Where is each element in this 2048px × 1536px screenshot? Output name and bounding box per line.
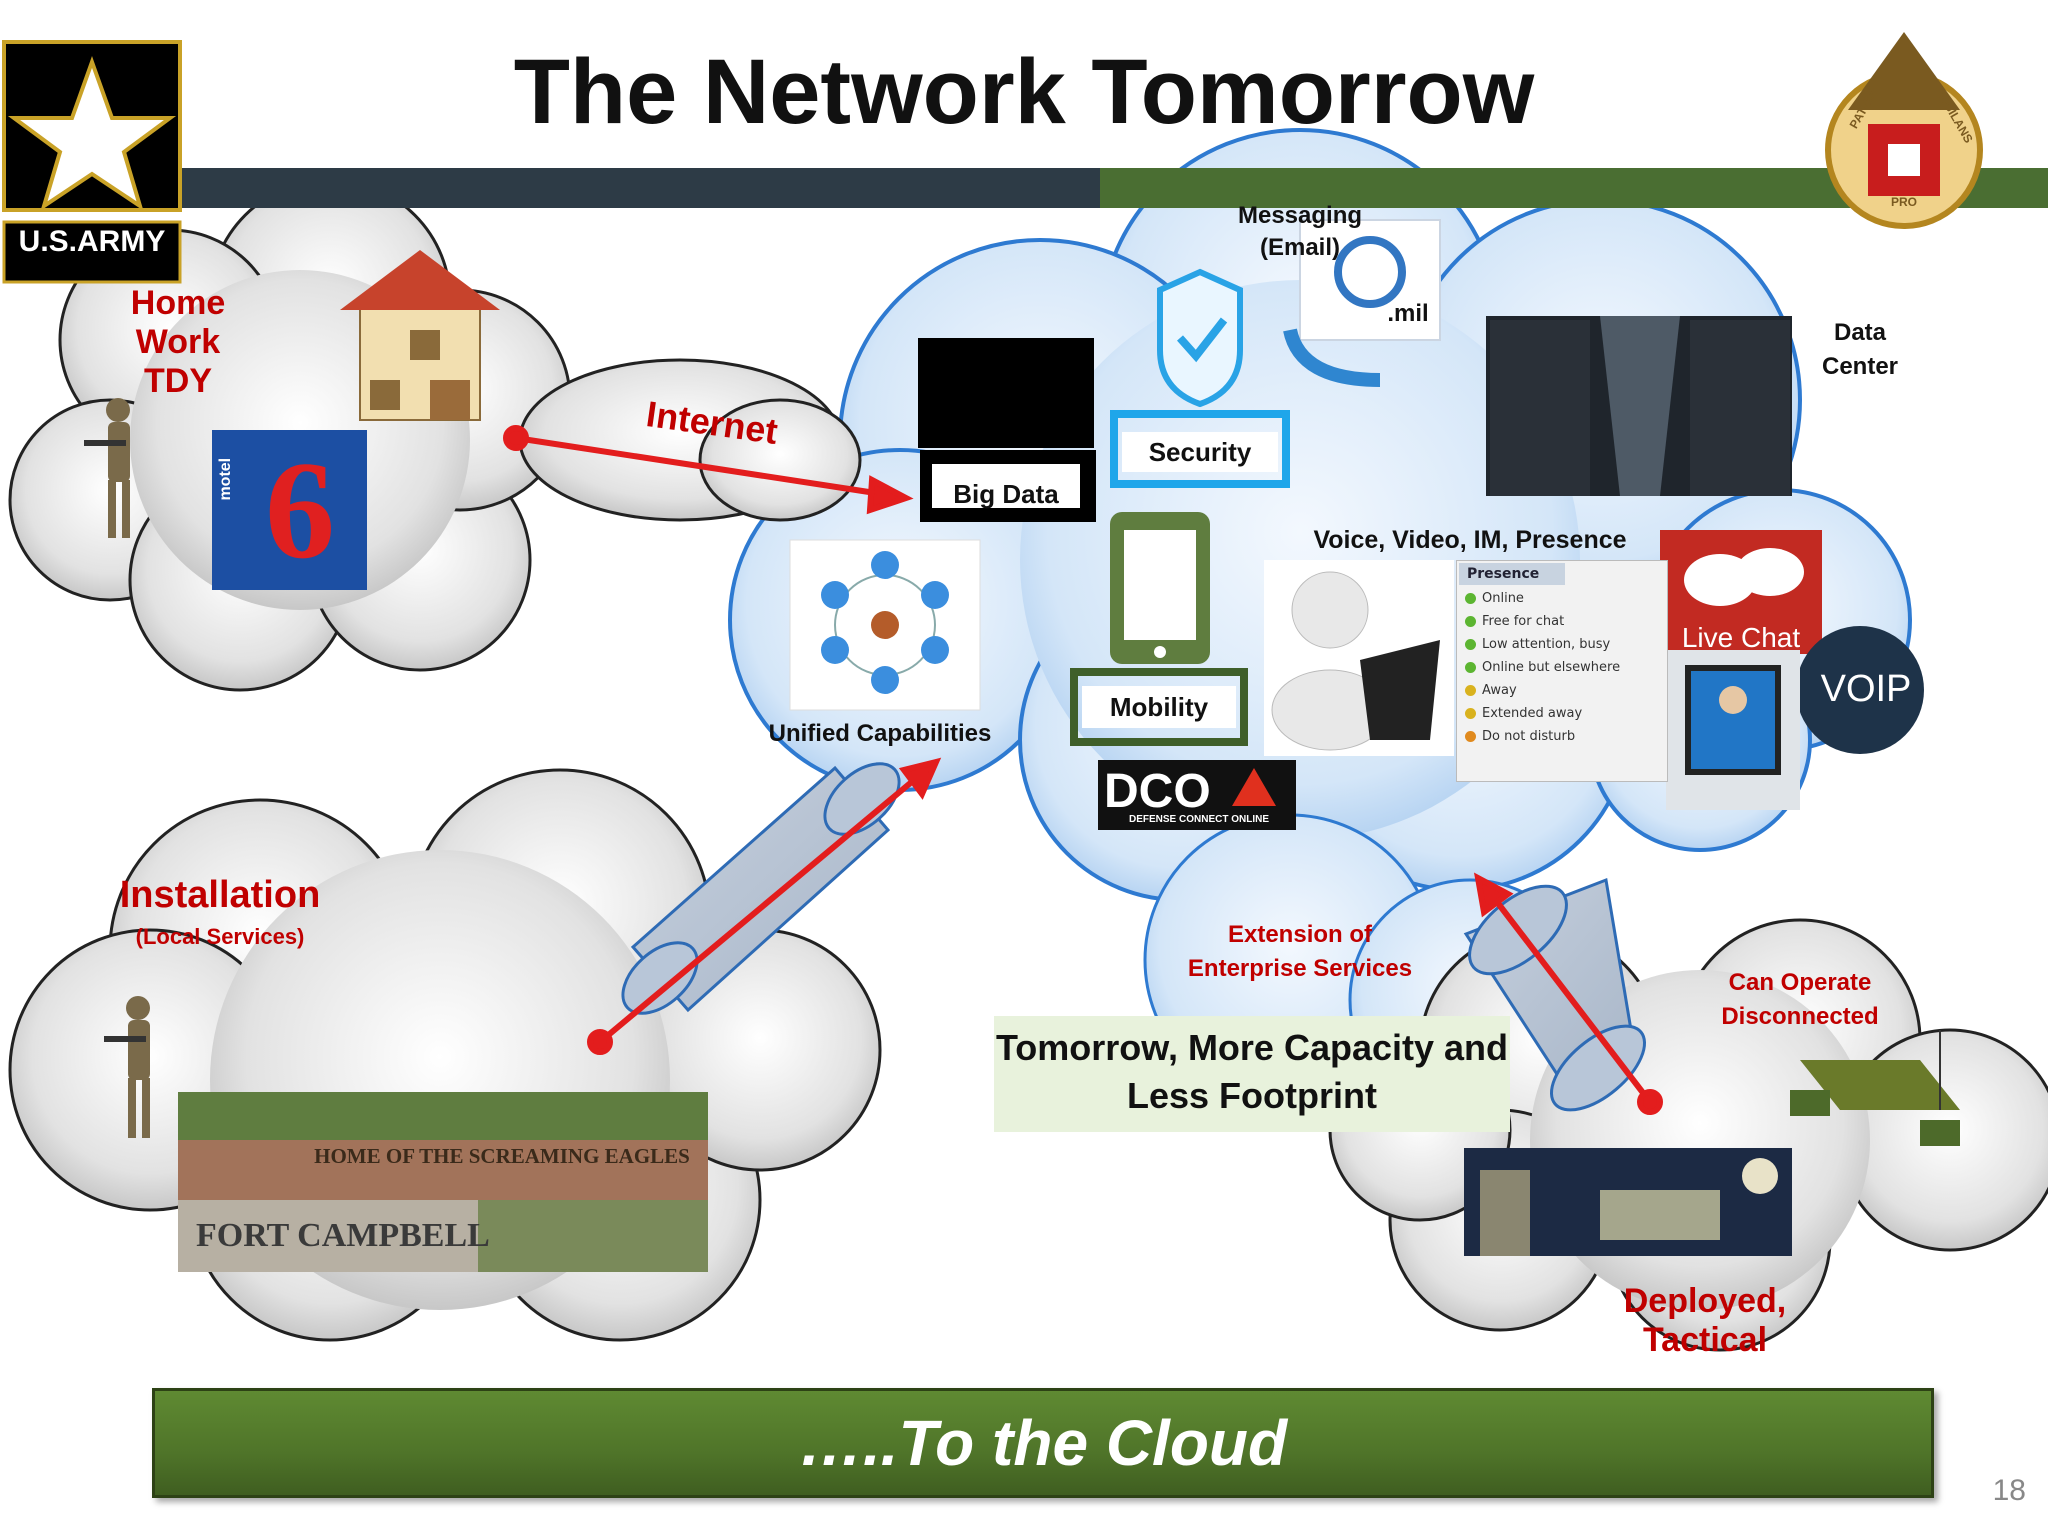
internet-cloud [518, 358, 862, 522]
presence-item: Free for chat [1457, 610, 1667, 633]
presence-item: Online but elsewhere [1457, 656, 1667, 679]
shield-icon [1110, 268, 1290, 488]
status-dot-icon [1465, 708, 1476, 719]
insignia-motto-center: PRO [1890, 195, 1917, 209]
status-dot-icon [1465, 662, 1476, 673]
to-the-cloud-banner: …..To the Cloud [152, 1388, 1934, 1498]
voip-label: VOIP [1820, 668, 1912, 710]
page-number: 18 [1992, 1474, 2026, 1507]
presence-item: Low attention, busy [1457, 633, 1667, 656]
presence-item: Do not disturb [1457, 725, 1667, 748]
dco-sublabel: DEFENSE CONNECT ONLINE [1128, 814, 1269, 825]
live-chat-icon [1660, 530, 1822, 654]
arrow-internet [503, 425, 914, 515]
live-chat-label: Live Chat [1681, 622, 1801, 653]
voip-icon [1796, 626, 1924, 754]
data-center-photo [1486, 316, 1792, 496]
big-data-label: Big Data [924, 456, 1088, 516]
fort-sign-line1: HOME OF THE SCREAMING EAGLES [314, 1144, 690, 1168]
voice-video-label: Voice, Video, IM, Presence [1313, 526, 1627, 554]
banner-text: …..To the Cloud [798, 1407, 1288, 1479]
presence-list: Presence Online Free for chat Low attent… [1456, 560, 1668, 782]
motel-number: 6 [265, 433, 335, 588]
security-label: Security [1122, 432, 1278, 472]
email-icon [1283, 219, 1441, 387]
messaging-label: Messaging (Email) [1237, 202, 1363, 261]
deployed-label: Deployed, Tactical [1623, 1282, 1787, 1360]
status-dot-icon [1465, 593, 1476, 604]
presence-item: Online [1457, 587, 1667, 610]
disconnected-label: Can Operate Disconnected [1721, 969, 1879, 1030]
motel-brand: motel [216, 457, 234, 501]
installation-sublabel: (Local Services) [135, 924, 305, 949]
unified-capabilities-label: Unified Capabilities [768, 720, 992, 747]
house-icon [340, 250, 500, 421]
home-label: Home Work TDY [130, 284, 226, 401]
headset-user-icon [1264, 560, 1454, 756]
fort-sign-line2: FORT CAMPBELL [196, 1217, 490, 1254]
arrow-deployed [1473, 872, 1663, 1115]
dco-logo [1098, 760, 1296, 830]
connection-tube [621, 762, 901, 1015]
presence-header: Presence [1459, 563, 1565, 585]
mobile-phone-icon [1070, 512, 1248, 746]
extension-label: Extension of Enterprise Services [1187, 921, 1413, 982]
status-dot-icon [1465, 685, 1476, 696]
data-center-label: Data Center [1821, 319, 1899, 380]
army-logo [2, 40, 182, 284]
mil-label: .mil [1387, 300, 1429, 327]
status-dot-icon [1465, 639, 1476, 650]
status-dot-icon [1465, 616, 1476, 627]
status-dot-icon [1465, 731, 1476, 742]
mobility-label: Mobility [1082, 686, 1236, 728]
presence-item: Extended away [1457, 702, 1667, 725]
tomorrow-callout: Tomorrow, More Capacity and Less Footpri… [994, 1016, 1510, 1132]
signal-corps-insignia [1825, 32, 1983, 229]
army-logo-text: U.S.ARMY [18, 225, 166, 258]
arrow-installation [587, 757, 942, 1055]
dco-label: DCO [1104, 765, 1211, 818]
page-title: The Network Tomorrow [513, 41, 1535, 143]
video-tablet-icon [1666, 650, 1800, 810]
motel6-sign-icon [212, 430, 367, 590]
fort-campbell-photo [178, 1092, 708, 1272]
presence-item: Away [1457, 679, 1667, 702]
unified-capabilities-icon [789, 539, 981, 711]
soldier-icon [84, 398, 130, 538]
deployed-photo [1464, 1148, 1792, 1256]
installation-label: Installation [119, 874, 321, 916]
soldier-icon [104, 996, 150, 1138]
tactical-tent-icon [1790, 1030, 1960, 1146]
